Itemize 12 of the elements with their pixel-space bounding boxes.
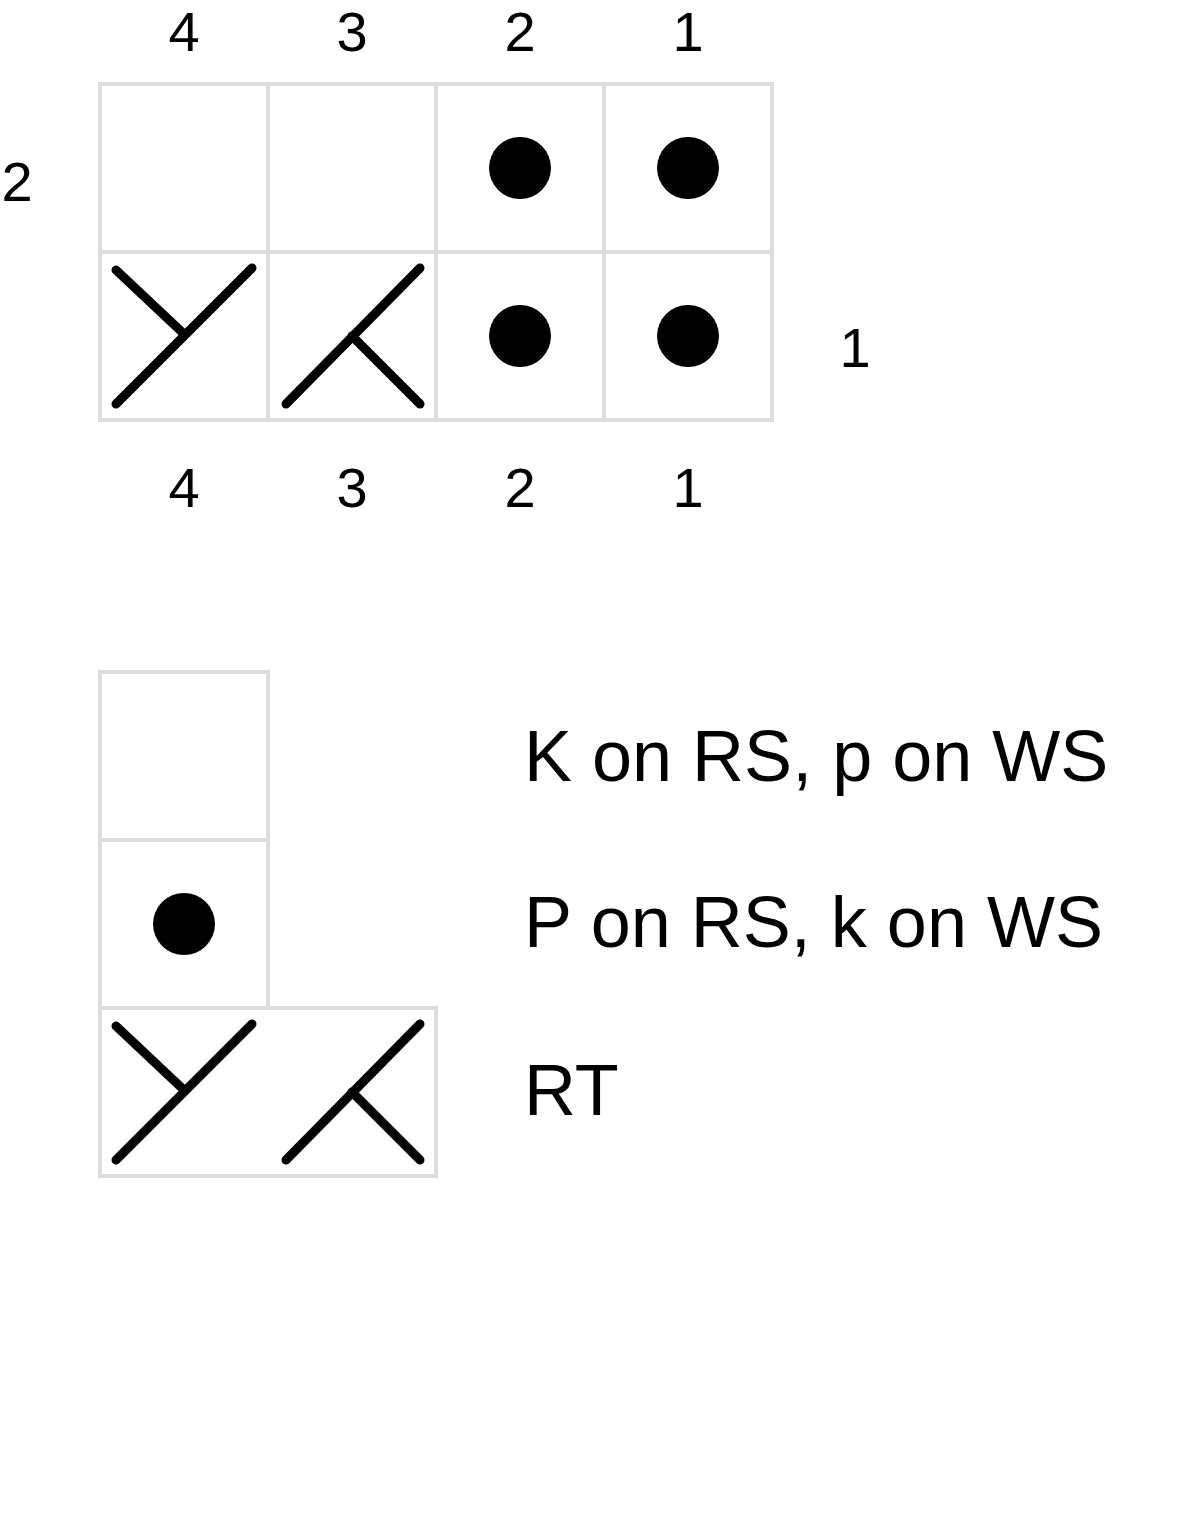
column-number: 3 (336, 460, 368, 516)
column-number: 1 (672, 4, 704, 60)
row-number: 1 (839, 320, 871, 376)
legend-text: P on RS, k on WS (524, 886, 1103, 958)
column-number: 1 (672, 460, 704, 516)
column-number: 3 (336, 4, 368, 60)
legend-text: RT (524, 1054, 619, 1126)
column-number: 4 (168, 460, 200, 516)
column-number: 2 (504, 4, 536, 60)
column-number: 4 (168, 4, 200, 60)
column-number: 2 (504, 460, 536, 516)
row-number: 2 (1, 154, 33, 210)
